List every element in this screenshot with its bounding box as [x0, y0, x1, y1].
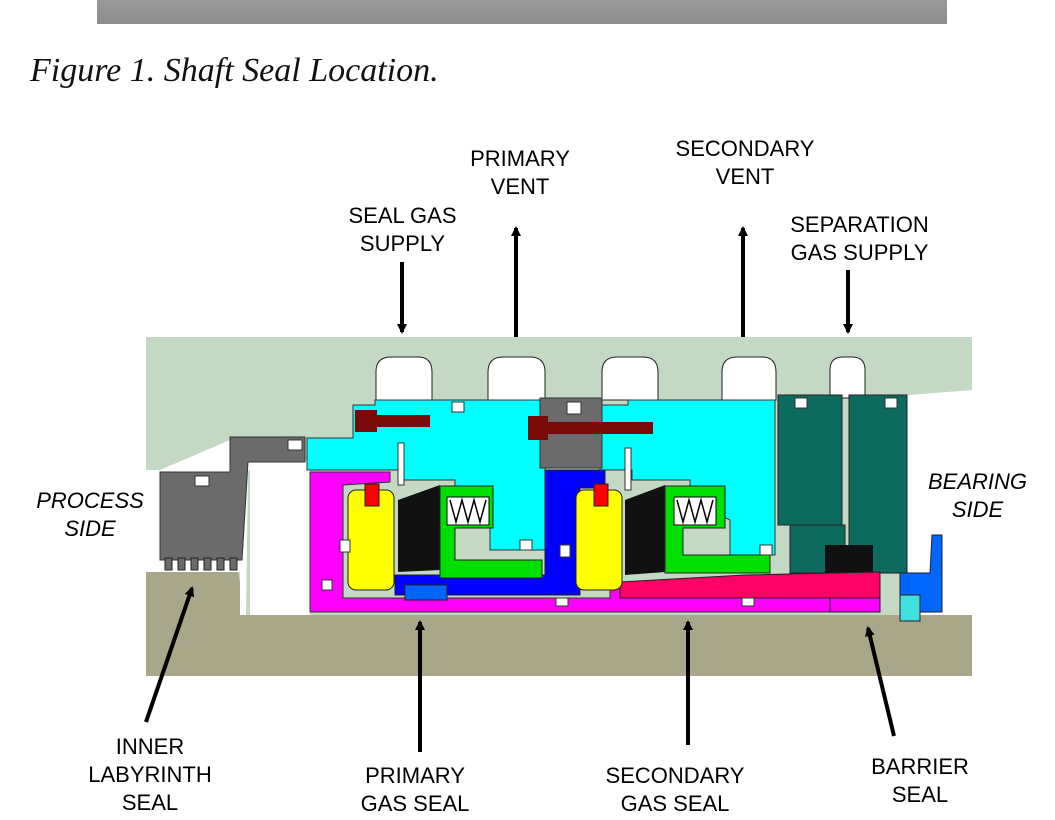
secondary-seal-housing: [599, 399, 776, 556]
photo-strip: [97, 0, 947, 24]
process-side-label: PROCESS SIDE: [36, 488, 144, 541]
separation-seal-left: [777, 394, 843, 526]
inner-labyrinth-seal-label: INNER LABYRINTH SEAL: [88, 734, 212, 815]
labyrinth-teeth: [164, 557, 238, 571]
shaft: [146, 572, 972, 676]
barrier-seal-arrow: [865, 626, 896, 737]
housing-ports: [375, 356, 866, 401]
secondary-ring: [625, 485, 665, 575]
primary-gas-seal-label: PRIMARY GAS SEAL: [360, 763, 470, 816]
figure-caption: Figure 1. Shaft Seal Location.: [30, 52, 439, 89]
secondary-rotor: [619, 571, 881, 599]
flow-arrows: [144, 226, 896, 752]
bolt-secondary: [528, 422, 653, 434]
inner-labyrinth-block: [159, 436, 306, 561]
primary-ring: [398, 485, 440, 572]
bearing-side-label: BEARING SIDE: [927, 469, 1028, 522]
seal-gas-supply-label: SEAL GAS SUPPLY: [348, 203, 457, 256]
secondary-gas-seal-label: SECONDARY GAS SEAL: [605, 763, 745, 816]
barrier-seal-ring: [899, 594, 921, 622]
barrier-seal-label: BARRIER SEAL: [871, 754, 969, 807]
separation-gas-supply-label: SEPARATION GAS SUPPLY: [790, 212, 929, 265]
inner-labyrinth-arrow: [144, 586, 195, 723]
separation-seal-right: [848, 394, 908, 574]
primary-vent-label: PRIMARY VENT: [470, 146, 570, 199]
secondary-vent-label: SECONDARY VENT: [675, 136, 815, 189]
